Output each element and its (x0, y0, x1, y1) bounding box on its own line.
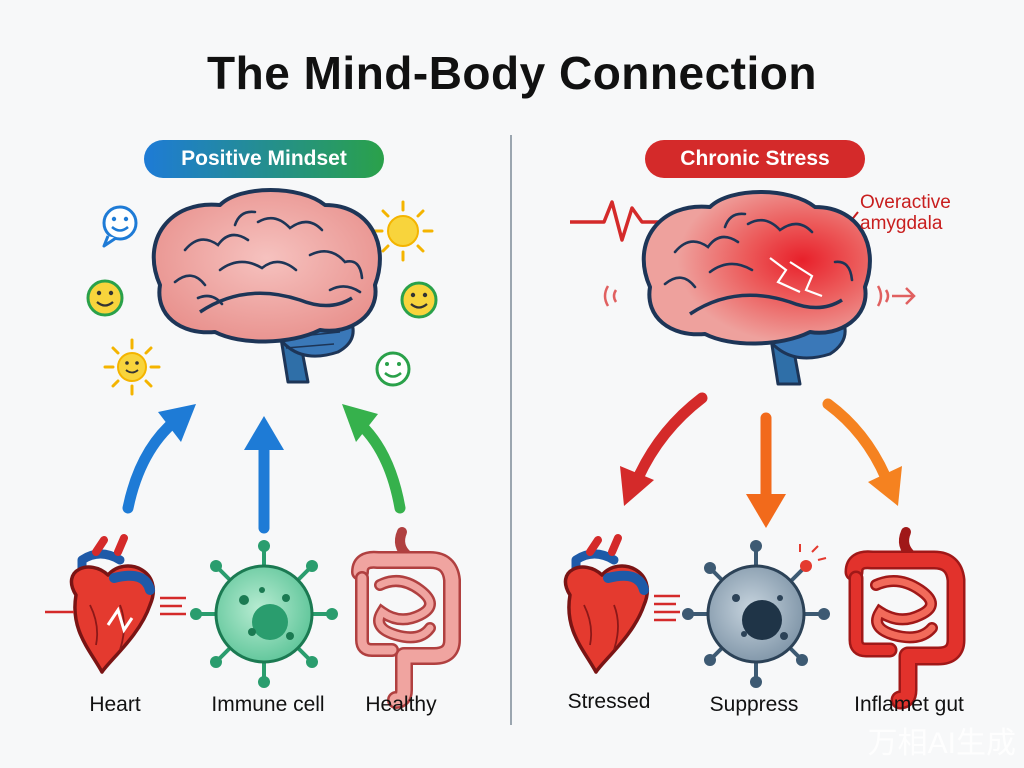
caption-immune-cell: Immune cell (211, 693, 325, 716)
caption-inflamet-gut: Inflamet gut (854, 693, 964, 716)
arrow-down-icon (822, 398, 902, 506)
arrow-down-icon (620, 392, 708, 506)
smiley-icon (400, 281, 438, 319)
positive-mindset-pill: Positive Mindset (144, 140, 384, 178)
page-title: The Mind-Body Connection (207, 47, 817, 99)
heart-icon (45, 534, 186, 674)
sun-icon (372, 200, 434, 262)
center-divider (510, 135, 512, 725)
gut-icon (844, 527, 966, 710)
arrow-up-icon (342, 404, 406, 514)
sun-icon (103, 338, 161, 396)
gut-icon (351, 527, 461, 709)
immune-cell-icon (190, 540, 338, 688)
caption-heart: Heart (89, 693, 141, 716)
caption-stressed: Stressed (567, 690, 651, 713)
arrow-right-icon (892, 287, 916, 305)
brain-icon (641, 190, 872, 386)
smiley-icon (102, 205, 138, 248)
caption-suppress: Suppress (709, 693, 799, 716)
caption-healthy: Healthy (365, 693, 437, 716)
arrow-up-icon (244, 416, 284, 534)
immune-cell-icon (682, 540, 830, 688)
vibration-marks (603, 285, 890, 307)
smiley-icon (375, 351, 411, 387)
arrow-up-icon (122, 404, 196, 514)
chronic-stress-pill: Chronic Stress (645, 140, 865, 178)
watermark: 万相AI生成 (867, 727, 1016, 760)
brain-icon (151, 188, 382, 384)
smiley-icon (86, 279, 124, 317)
arrow-down-icon (746, 412, 786, 528)
overactive-amygdala-label: Overactive amygdala (860, 192, 951, 234)
heart-icon (563, 534, 680, 674)
